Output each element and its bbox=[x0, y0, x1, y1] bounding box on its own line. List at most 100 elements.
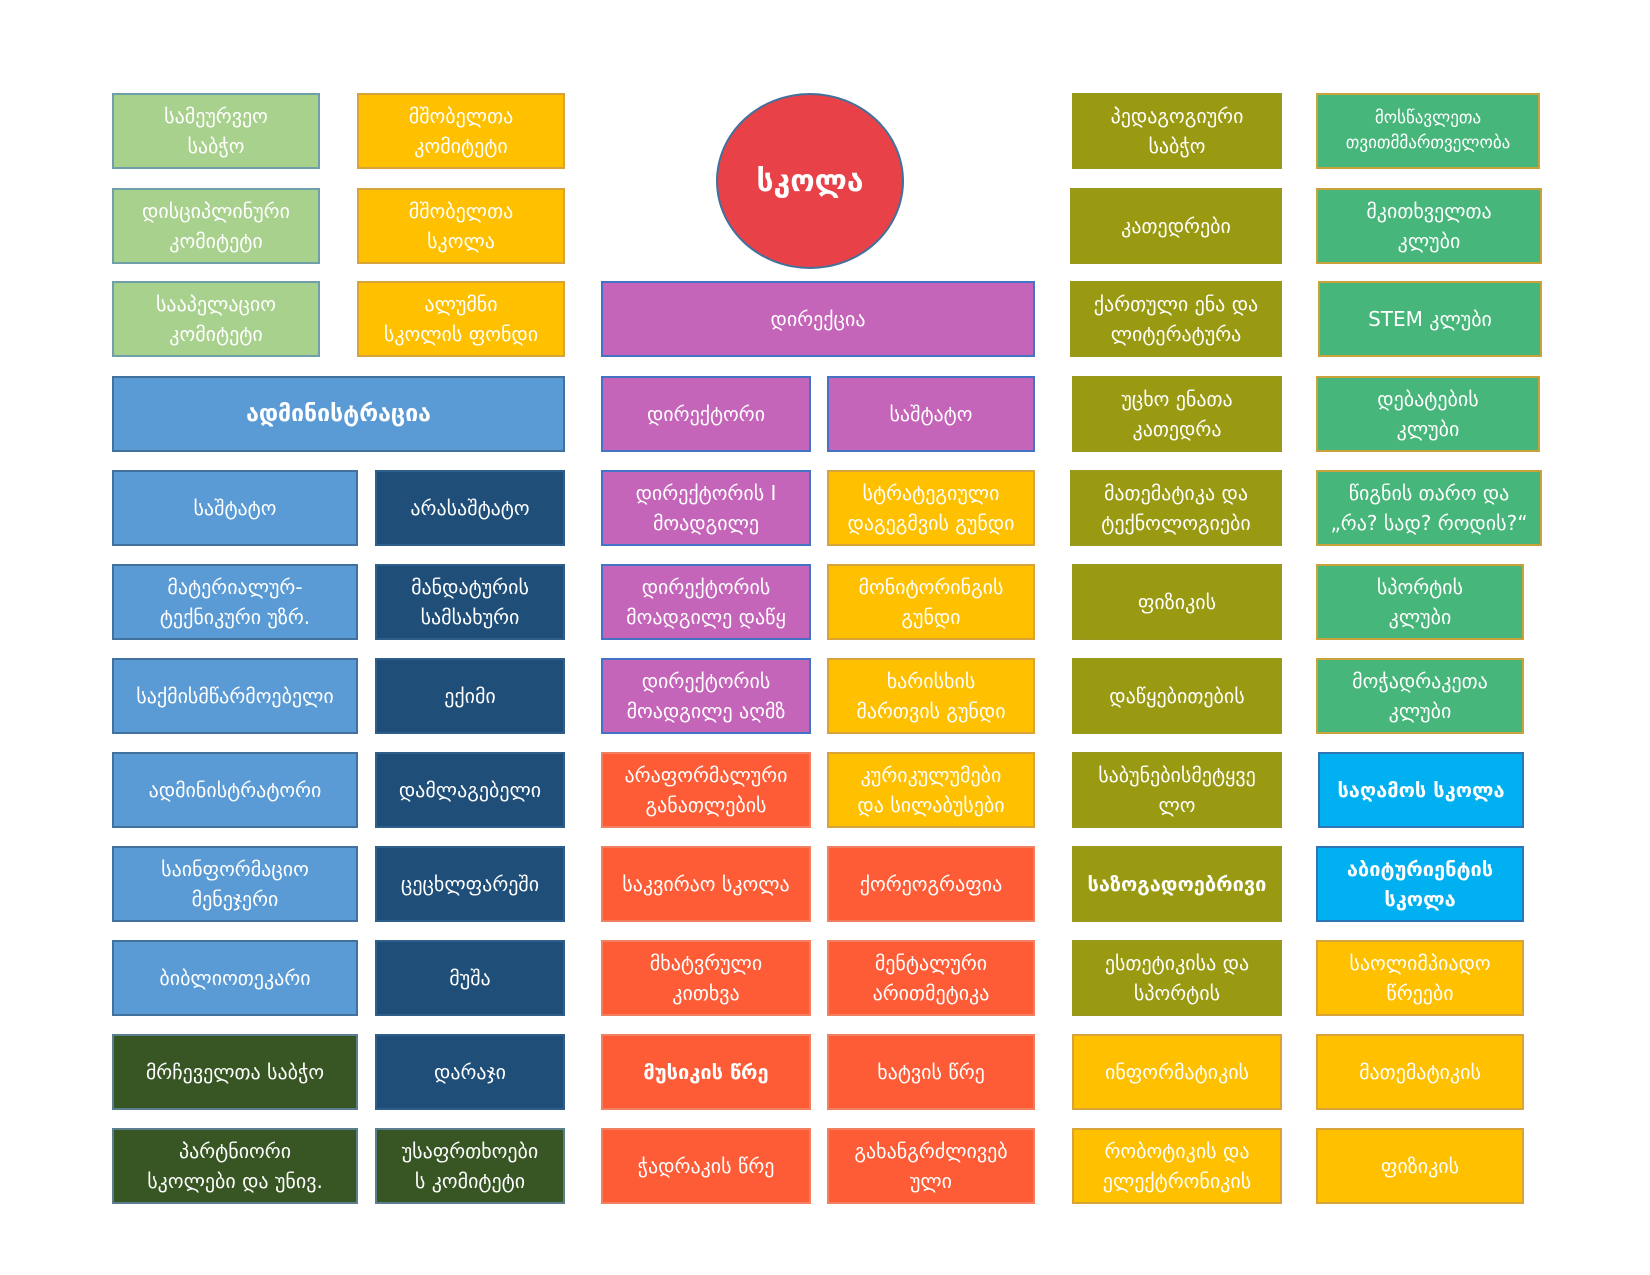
org-node-39: ქორეოგრაფია bbox=[827, 846, 1035, 922]
org-node-41: ხატვის წრე bbox=[827, 1034, 1035, 1110]
org-node-label: საოლიმპიადო წრეები bbox=[1349, 951, 1491, 1005]
org-node-26: დირექტორის I მოადგილე bbox=[601, 470, 811, 546]
org-node-47: მათემატიკა და ტექნოლოგიები bbox=[1070, 470, 1282, 546]
org-node-3: სააპელაციო კომიტეტი bbox=[112, 281, 320, 357]
org-node-25: დირექტორი bbox=[601, 376, 811, 452]
org-node-label: პედაგოგიური საბჭო bbox=[1110, 104, 1244, 158]
org-node-24: დირექცია bbox=[601, 281, 1035, 357]
org-node-38: კურიკულუმები და სილაბუსები bbox=[827, 752, 1035, 828]
org-node-60: სპორტის კლუბი bbox=[1316, 564, 1524, 640]
org-node-label: დარაჯი bbox=[433, 1060, 507, 1084]
org-node-33: ჭადრაკის წრე bbox=[601, 1128, 811, 1204]
org-node-label: ცეცხლფარეში bbox=[400, 872, 540, 896]
center-node-label: სკოლა bbox=[756, 163, 864, 199]
org-node-30: საკვირაო სკოლა bbox=[601, 846, 811, 922]
org-node-label: სააპელაციო კომიტეტი bbox=[155, 292, 277, 346]
org-node-label: ქართული ენა და ლიტერატურა bbox=[1093, 292, 1259, 346]
org-node-45: ქართული ენა და ლიტერატურა bbox=[1070, 281, 1282, 357]
org-node-17: მანდატურის სამსახური bbox=[375, 564, 565, 640]
org-node-15: პარტნიორი სკოლები და უნივ. bbox=[112, 1128, 358, 1204]
org-node-label: კათედრები bbox=[1121, 214, 1231, 238]
org-node-12: საინფორმაციო მენეჯერი bbox=[112, 846, 358, 922]
org-node-7: ადმინისტრაცია bbox=[112, 376, 565, 452]
org-node-label: მათემატიკის bbox=[1359, 1060, 1481, 1084]
org-node-53: ინფორმატიკის bbox=[1072, 1034, 1282, 1110]
org-node-label: მოჭადრაკეთა კლუბი bbox=[1352, 669, 1488, 723]
org-node-35: სტრატეგიული დაგეგმვის გუნდი bbox=[827, 470, 1035, 546]
org-node-label: დირექტორის I მოადგილე bbox=[635, 481, 777, 535]
org-node-label: მუშა bbox=[449, 966, 491, 990]
org-node-52: ესთეტიკისა და სპორტის bbox=[1072, 940, 1282, 1016]
org-node-46: უცხო ენათა კათედრა bbox=[1072, 376, 1282, 452]
org-node-19: დამლაგებელი bbox=[375, 752, 565, 828]
org-node-label: ადმინისტრაცია bbox=[246, 400, 431, 427]
org-node-label: მხატვრული კითხვა bbox=[649, 951, 763, 1005]
org-node-label: უცხო ენათა კათედრა bbox=[1121, 387, 1233, 441]
org-node-label: დირექცია bbox=[770, 307, 866, 331]
org-node-58: დებატების კლუბი bbox=[1316, 376, 1540, 452]
org-node-label: მატერიალურ- ტექნიკური უზრ. bbox=[159, 575, 311, 629]
org-node-label: პარტნიორი სკოლები და უნივ. bbox=[147, 1139, 323, 1193]
org-node-28: დირექტორის მოადგილე აღმზ bbox=[601, 658, 811, 734]
org-node-label: დებატების კლუბი bbox=[1377, 387, 1479, 441]
org-node-49: დაწყებითების bbox=[1072, 658, 1282, 734]
org-node-61: მოჭადრაკეთა კლუბი bbox=[1316, 658, 1524, 734]
org-node-label: მენტალური არითმეტიკა bbox=[872, 951, 990, 1005]
org-node-label: STEM კლუბი bbox=[1368, 307, 1492, 331]
org-node-48: ფიზიკის bbox=[1072, 564, 1282, 640]
org-node-18: ექიმი bbox=[375, 658, 565, 734]
org-node-label: დირექტორის მოადგილე აღმზ bbox=[626, 669, 786, 723]
org-node-label: არასაშტატო bbox=[410, 496, 530, 520]
org-node-label: დირექტორი bbox=[646, 402, 766, 426]
org-node-label: ბიბლიოთეკარი bbox=[159, 966, 311, 990]
org-node-label: უსაფრთხოები ს კომიტეტი bbox=[401, 1139, 539, 1193]
org-node-63: აბიტურიენტის სკოლა bbox=[1316, 846, 1524, 922]
org-node-62: საღამოს სკოლა bbox=[1318, 752, 1524, 828]
org-node-label: აბიტურიენტის სკოლა bbox=[1346, 857, 1494, 911]
org-node-label: ჭადრაკის წრე bbox=[637, 1154, 775, 1178]
org-node-13: ბიბლიოთეკარი bbox=[112, 940, 358, 1016]
org-node-label: ალუმნი სკოლის ფონდი bbox=[383, 292, 539, 346]
org-node-55: მოსწავლეთა თვითმმართველობა bbox=[1316, 93, 1540, 169]
org-node-11: ადმინისტრატორი bbox=[112, 752, 358, 828]
org-node-label: საინფორმაციო მენეჯერი bbox=[161, 857, 309, 911]
org-node-label: ქორეოგრაფია bbox=[859, 872, 1003, 896]
org-node-50: საბუნებისმეტყვე ლო bbox=[1072, 752, 1282, 828]
org-node-label: დაწყებითების bbox=[1109, 684, 1245, 708]
org-node-label: საღამოს სკოლა bbox=[1337, 778, 1505, 802]
org-node-label: წიგნის თარო და „რა? სად? როდის?“ bbox=[1330, 481, 1528, 535]
org-node-1: სამეურვეო საბჭო bbox=[112, 93, 320, 169]
org-node-59: წიგნის თარო და „რა? სად? როდის?“ bbox=[1316, 470, 1542, 546]
org-node-54: რობოტიკის და ელექტრონიკის bbox=[1072, 1128, 1282, 1204]
org-node-label: ხატვის წრე bbox=[877, 1060, 985, 1084]
org-node-6: ალუმნი სკოლის ფონდი bbox=[357, 281, 565, 357]
org-node-27: დირექტორის მოადგილე დაწყ bbox=[601, 564, 811, 640]
org-node-label: მუსიკის წრე bbox=[643, 1060, 769, 1084]
org-node-label: დისციპლინური კომიტეტი bbox=[142, 199, 290, 253]
org-node-2: დისციპლინური კომიტეტი bbox=[112, 188, 320, 264]
org-node-32: მუსიკის წრე bbox=[601, 1034, 811, 1110]
org-node-label: საზოგადოებრივი bbox=[1087, 872, 1267, 896]
org-node-label: საბუნებისმეტყვე ლო bbox=[1098, 763, 1256, 817]
center-node-school: სკოლა bbox=[716, 93, 904, 269]
org-node-5: მშობელთა სკოლა bbox=[357, 188, 565, 264]
org-node-label: ფიზიკის bbox=[1137, 590, 1217, 614]
org-node-label: ადმინისტრატორი bbox=[148, 778, 322, 802]
org-node-56: მკითხველთა კლუბი bbox=[1316, 188, 1542, 264]
org-node-label: დამლაგებელი bbox=[398, 778, 542, 802]
org-node-label: ექიმი bbox=[444, 684, 496, 708]
org-node-label: საშტატო bbox=[889, 402, 973, 426]
org-node-64: საოლიმპიადო წრეები bbox=[1316, 940, 1524, 1016]
org-node-label: მათემატიკა და ტექნოლოგიები bbox=[1101, 481, 1251, 535]
org-node-23: უსაფრთხოები ს კომიტეტი bbox=[375, 1128, 565, 1204]
org-node-label: ხარისხის მართვის გუნდი bbox=[856, 669, 1006, 723]
org-node-16: არასაშტატო bbox=[375, 470, 565, 546]
org-node-label: სტრატეგიული დაგეგმვის გუნდი bbox=[847, 481, 1015, 535]
org-node-66: ფიზიკის bbox=[1316, 1128, 1524, 1204]
org-node-label: საქმისმწარმოებელი bbox=[136, 684, 334, 708]
org-node-21: მუშა bbox=[375, 940, 565, 1016]
org-node-label: დირექტორის მოადგილე დაწყ bbox=[626, 575, 786, 629]
org-node-label: გახანგრძლივებ ული bbox=[854, 1139, 1008, 1193]
org-node-label: სპორტის კლუბი bbox=[1376, 575, 1464, 629]
